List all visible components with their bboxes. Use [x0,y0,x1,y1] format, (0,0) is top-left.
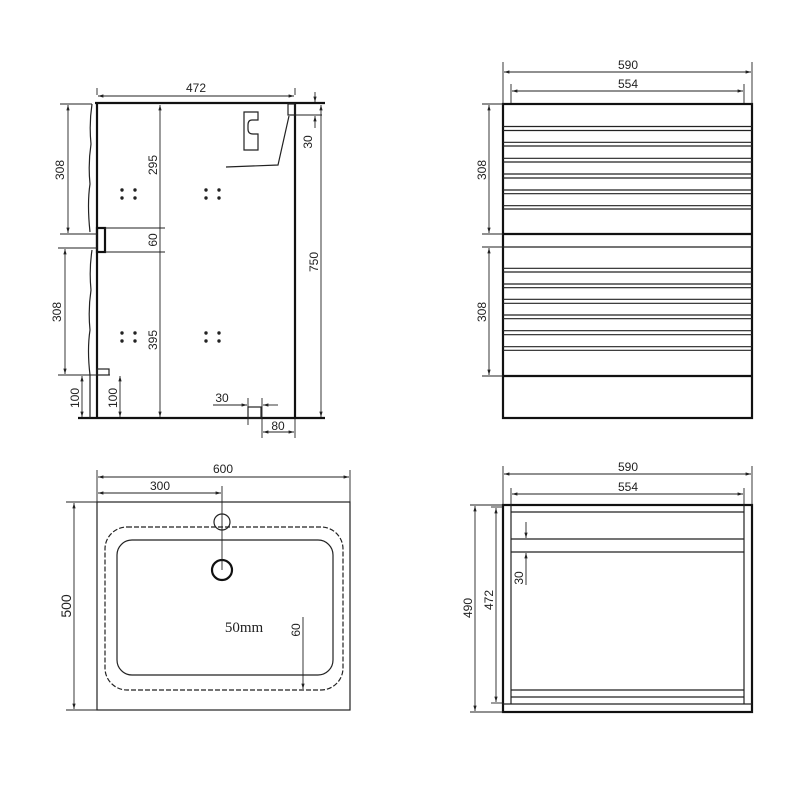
upper-door-profile [87,103,93,233]
upper-door-height-label: 308 [53,160,67,180]
outer-width-label: 590 [618,58,638,72]
lower-door-height-label: 308 [50,302,64,322]
foot-offset-label: 80 [271,419,285,433]
drain-label: 50mm [225,620,264,636]
basin-width-label: 600 [213,462,233,476]
upper-section-label: 295 [146,155,160,175]
lower-drawer-label: 308 [475,302,489,322]
hanging-bracket [243,111,259,151]
lower-section-label: 395 [146,330,160,350]
drawer-slats [503,125,752,378]
cabinet-inner-depth-label: 472 [482,590,496,610]
cabinet-top-view: 590 554 490 472 30 [461,460,754,714]
upper-drawer-label: 308 [475,160,489,180]
foot-width-label: 30 [215,391,229,405]
rail-label: 30 [512,571,526,585]
depth-label: 472 [186,81,206,95]
cabinet-outer-depth-label: 490 [461,598,475,618]
top-offset-label: 30 [301,135,315,149]
basin-bowl [116,539,334,676]
cabinet-outer-width-label: 590 [618,460,638,474]
inner-width-label: 554 [618,77,638,91]
mounting-holes [120,188,221,343]
total-height-label: 750 [307,252,321,272]
front-view: 590 554 308 308 [475,58,754,420]
basin-top-view: 600 300 500 50mm 60 [58,462,351,711]
leg-right-label: 100 [106,388,120,408]
foot [247,406,262,419]
lower-door-profile [87,249,93,376]
leg-left-label: 100 [68,388,82,408]
rim-label: 60 [289,623,303,637]
basin-depth-label: 500 [58,594,74,618]
cabinet-inner-width-label: 554 [618,480,638,494]
gap-label: 60 [146,233,160,247]
handle [95,226,107,254]
side-view: 472 308 308 295 60 395 30 750 100 [50,81,325,438]
tap-offset-label: 300 [150,479,170,493]
